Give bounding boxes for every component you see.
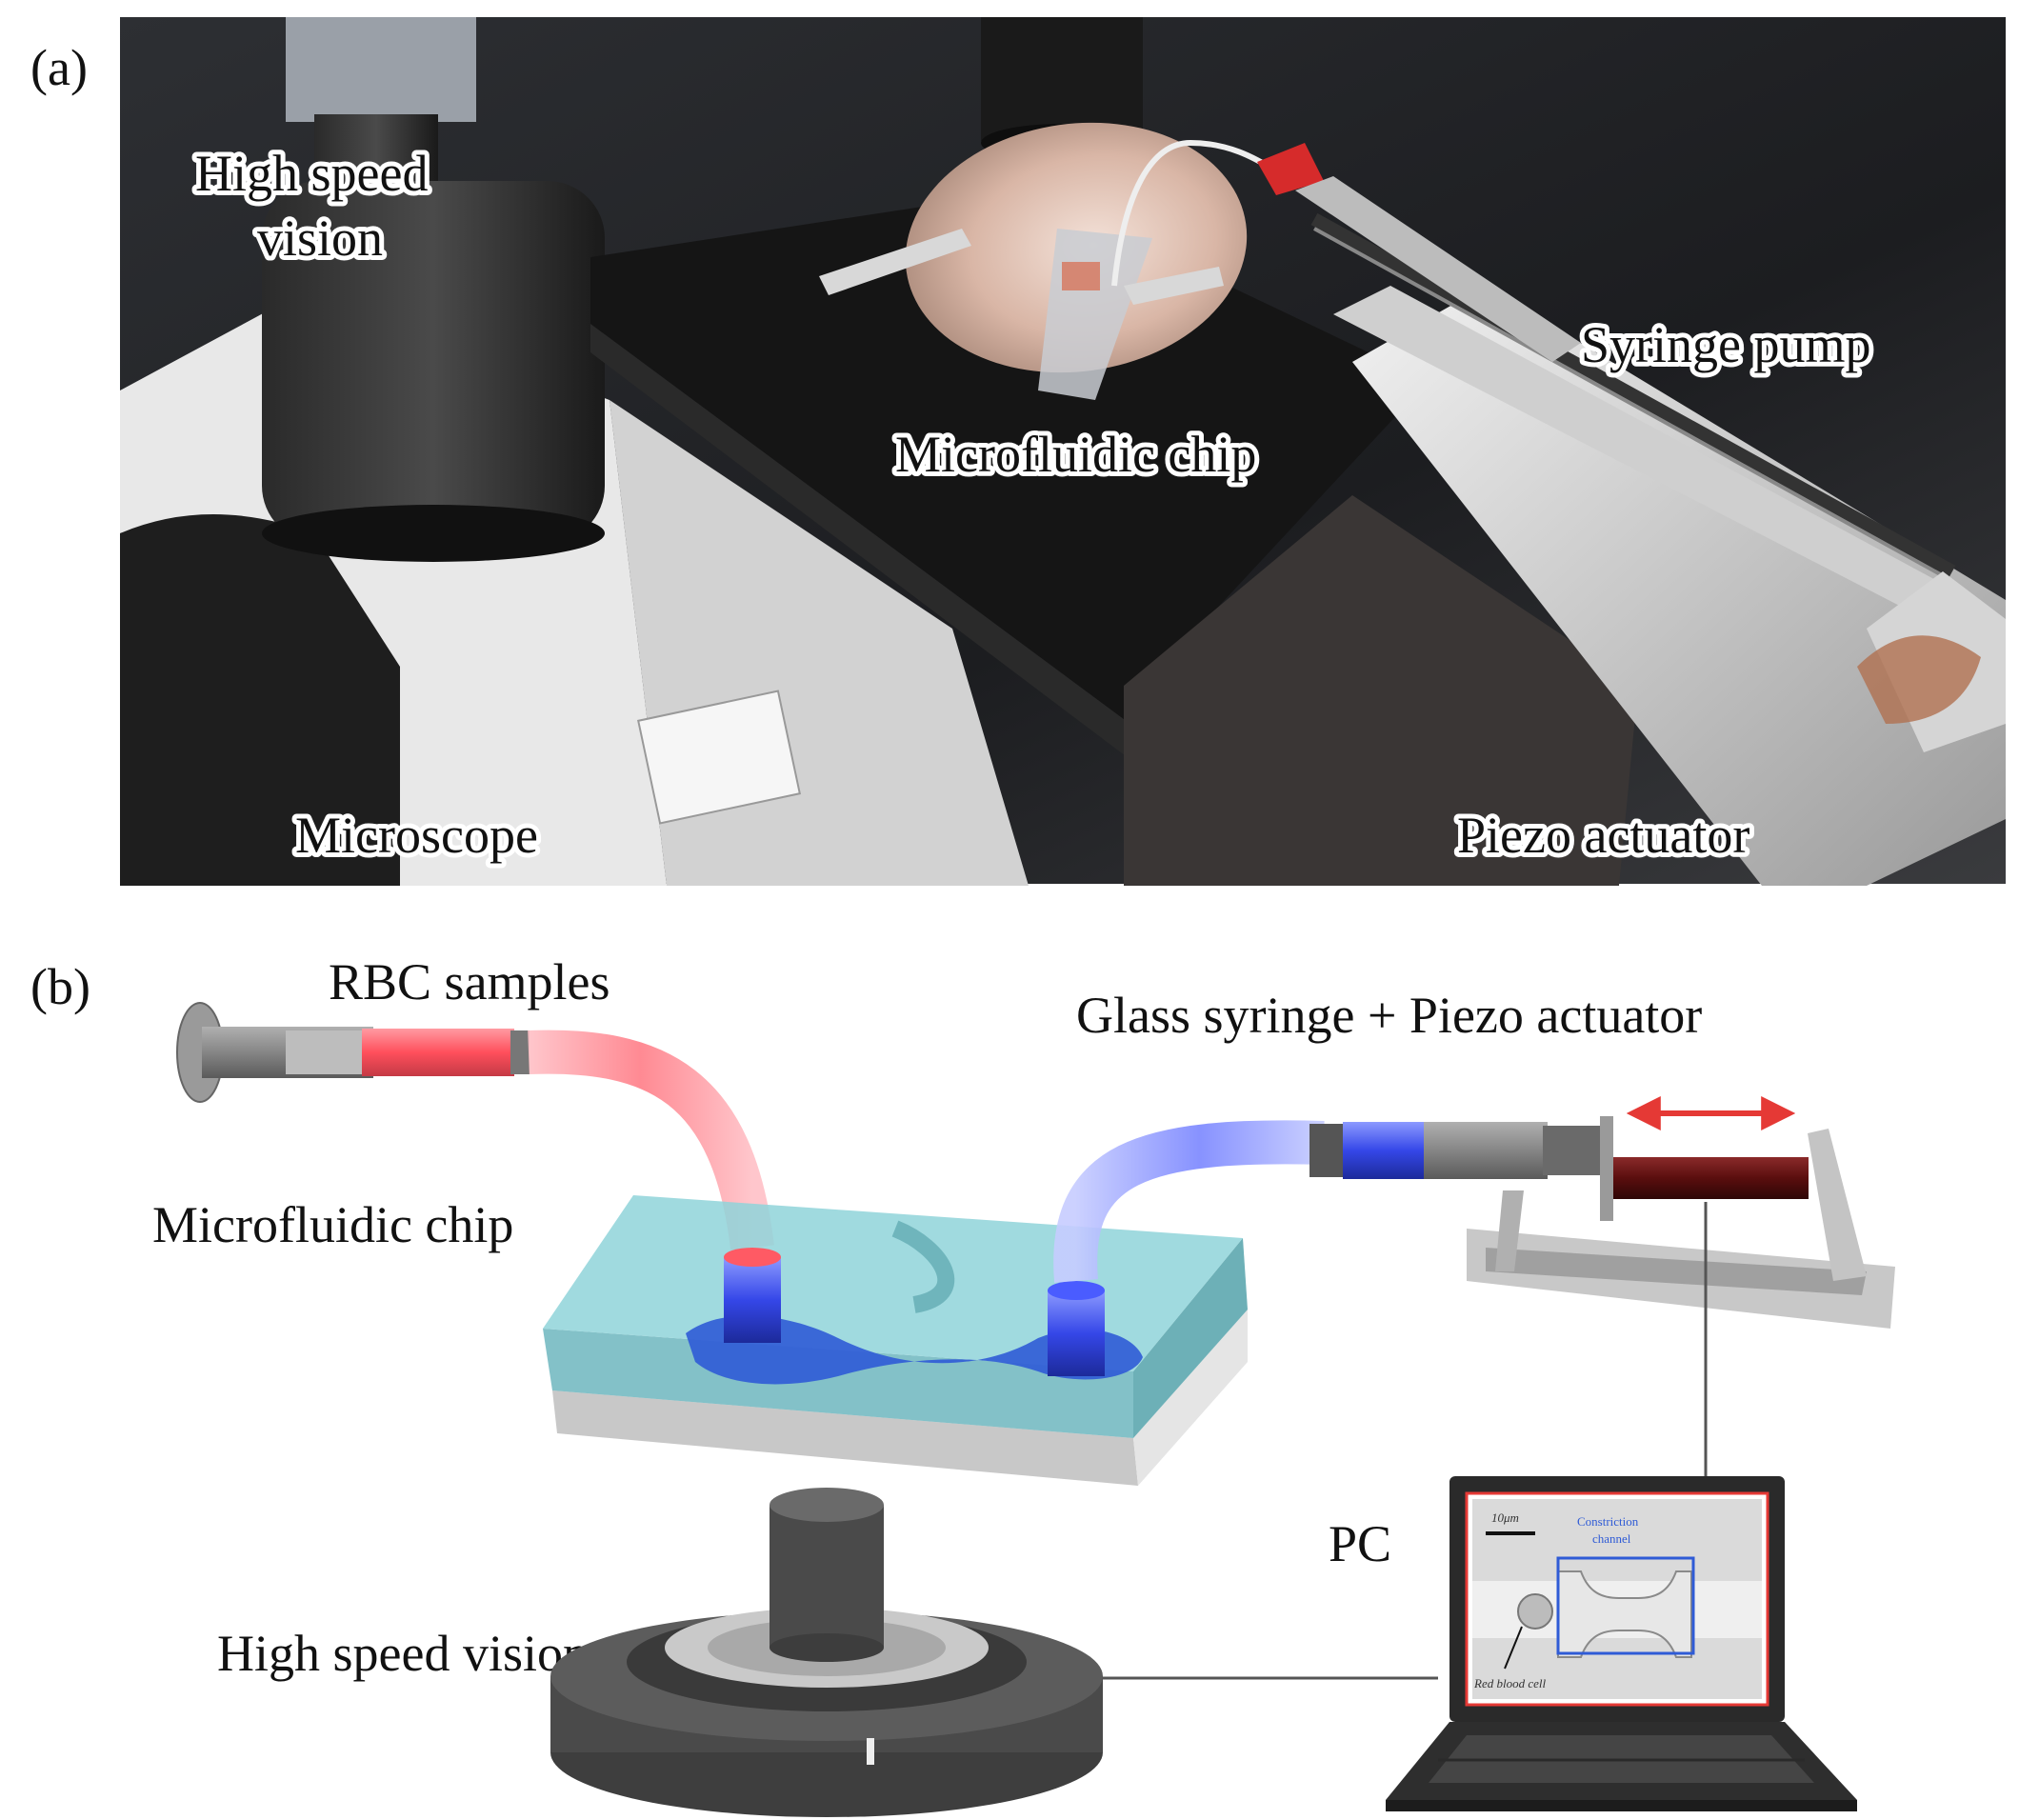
blue-tubing (1053, 1120, 1325, 1283)
camera-head (286, 17, 476, 122)
high-speed-vision-camera (550, 1488, 1103, 1817)
syringe-pump-rail (1352, 286, 2006, 886)
label-high-speed-vision: High speed vision (217, 1625, 589, 1682)
channel-shape (686, 1315, 1143, 1385)
constriction-label-1: Constriction (1577, 1514, 1639, 1529)
microscope-eyepiece (120, 514, 400, 886)
label-high-speed-vision-1: High speed (195, 145, 428, 202)
label-glass-syringe-piezo: Glass syringe + Piezo actuator (1076, 987, 1703, 1044)
rbc-sample-syringe (176, 1002, 530, 1103)
microscope-stage (590, 190, 1429, 733)
scale-bar-text: 10μm (1491, 1510, 1519, 1525)
label-pc: PC (1329, 1515, 1392, 1572)
laptop-pc: 10μm Constriction channel Red blood cell (1386, 1476, 1857, 1811)
glass-syringe-piezo (1309, 1096, 1895, 1329)
constriction-box (1556, 1556, 1695, 1655)
rbc-tubing (528, 1030, 774, 1250)
label-syringe-pump: Syringe pump (1581, 316, 1871, 373)
panel-a-letter: (a) (30, 39, 88, 96)
label-microfluidic-chip: Microfluidic chip (152, 1196, 514, 1253)
red-blood-cell (1517, 1593, 1553, 1630)
objective-top (981, 17, 1143, 141)
label-high-speed-vision-2: vision (257, 210, 383, 267)
syringe-barrel (1295, 176, 1581, 362)
label-rbc-samples: RBC samples (329, 953, 610, 1010)
label-microscope: Microscope (295, 807, 538, 864)
panel-b-schematic: 10μm Constriction channel Red blood cell (176, 1002, 1895, 1817)
microfluidic-chip (543, 1195, 1248, 1486)
constriction-label-2: channel (1592, 1531, 1631, 1546)
panel-a-photo: High speed vision Syringe pump Microflui… (120, 17, 2006, 886)
camera-tube (262, 181, 605, 543)
label-piezo-actuator: Piezo actuator (1457, 807, 1749, 864)
red-blood-cell-label: Red blood cell (1473, 1676, 1546, 1690)
panel-b-letter: (b) (30, 958, 90, 1015)
label-microfluidic-chip-photo: Microfluidic chip (895, 426, 1256, 483)
